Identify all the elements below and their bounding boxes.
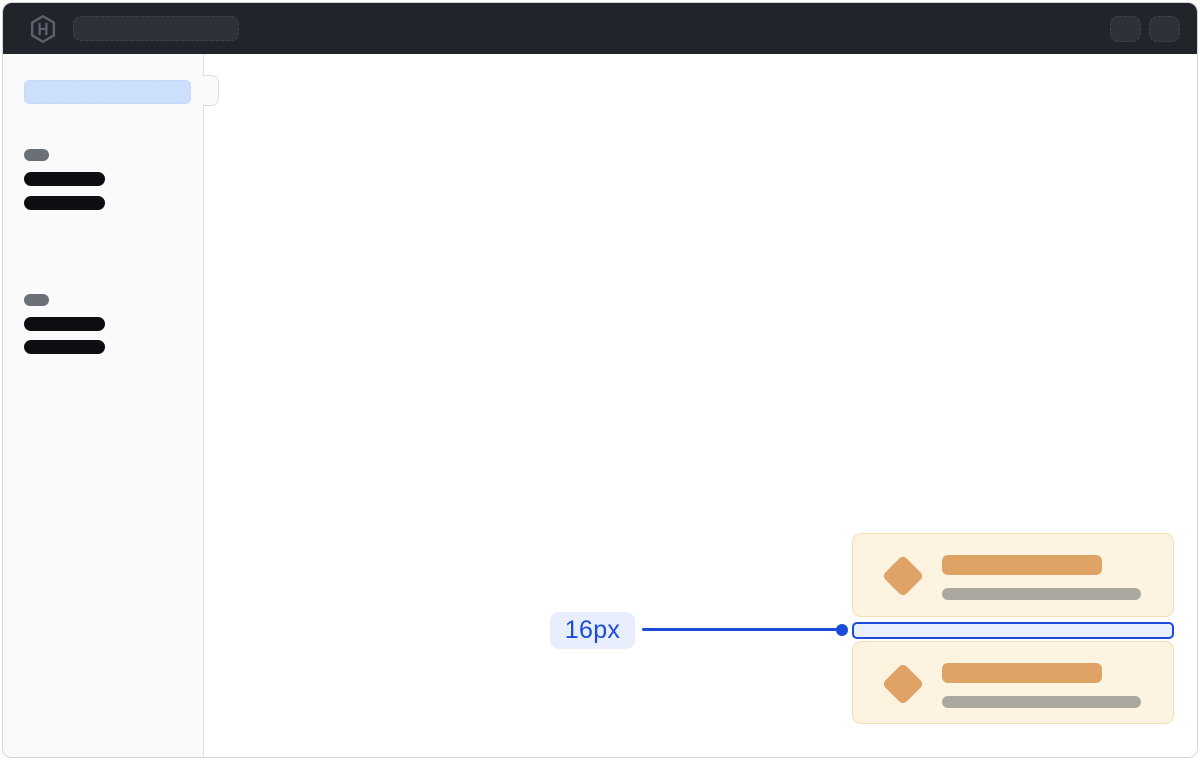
card-skeleton-1[interactable] — [852, 533, 1174, 617]
topbar-action-skeleton-2[interactable] — [1149, 15, 1180, 42]
topbar-action-skeleton-1[interactable] — [1110, 15, 1141, 42]
annotation-leader-line — [642, 628, 842, 631]
app-body: 16px — [3, 54, 1197, 757]
sidebar — [3, 54, 204, 757]
main-content: 16px — [204, 54, 1197, 757]
top-nav-bar — [3, 3, 1197, 54]
spacing-gap-highlight — [852, 622, 1174, 639]
sidebar-item-skeleton[interactable] — [24, 317, 105, 331]
sidebar-section-label-skeleton — [24, 149, 49, 161]
card-subtitle-skeleton — [942, 696, 1141, 708]
sidebar-item-skeleton[interactable] — [24, 172, 105, 186]
diamond-icon — [881, 554, 925, 598]
card-title-skeleton — [942, 663, 1102, 683]
spacing-annotation-label: 16px — [550, 612, 635, 649]
sidebar-item-skeleton[interactable] — [24, 340, 105, 354]
card-subtitle-skeleton — [942, 588, 1141, 600]
card-title-skeleton — [942, 555, 1102, 575]
annotation-dot — [836, 624, 848, 636]
sidebar-collapse-handle[interactable] — [203, 75, 219, 106]
card-skeleton-2[interactable] — [852, 641, 1174, 724]
diamond-icon — [881, 662, 925, 706]
sidebar-item-skeleton[interactable] — [24, 196, 105, 210]
sidebar-section-label-skeleton — [24, 294, 49, 306]
sidebar-active-item-skeleton[interactable] — [24, 80, 191, 104]
hashicorp-logo-icon — [30, 14, 56, 43]
topbar-actions — [1110, 15, 1180, 42]
search-skeleton[interactable] — [73, 16, 239, 41]
